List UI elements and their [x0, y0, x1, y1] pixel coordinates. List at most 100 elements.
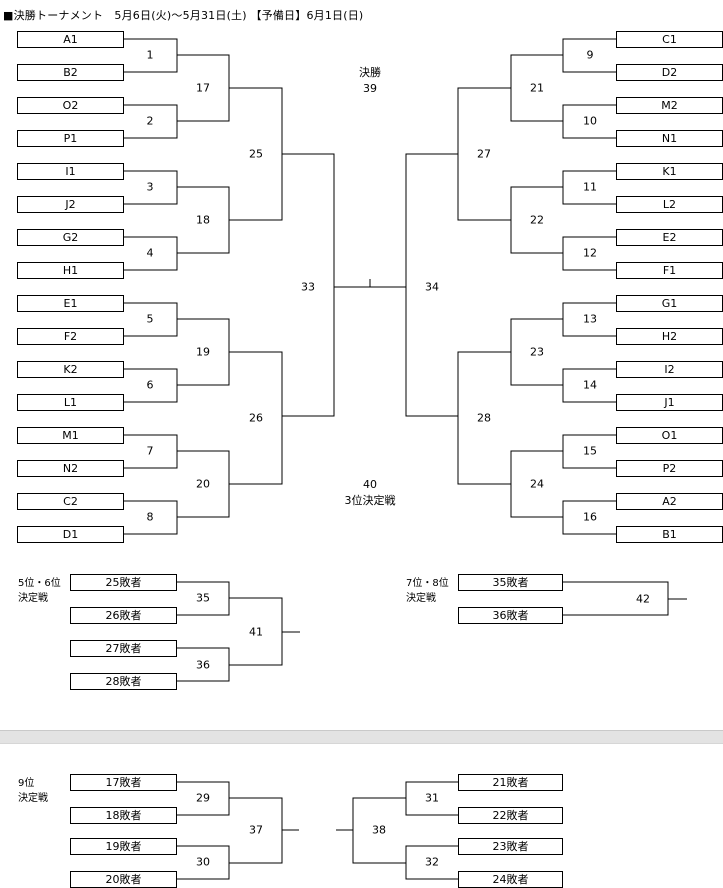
team-box-left: I1: [17, 163, 124, 180]
team-box-right: F1: [616, 262, 723, 279]
loser-box: 24敗者: [458, 871, 563, 888]
match-number: 14: [583, 378, 597, 392]
team-box-right: P2: [616, 460, 723, 477]
match-number: 11: [583, 180, 597, 194]
team-box-left: J2: [17, 196, 124, 213]
match-number: 4: [146, 246, 154, 260]
loser-box: 25敗者: [70, 574, 177, 591]
match-number: 7: [146, 444, 154, 458]
match-number: 38: [372, 823, 386, 837]
match-number: 21: [530, 81, 544, 95]
match-number: 8: [146, 510, 154, 524]
place78-label-line1: 7位・8位: [406, 578, 449, 589]
team-box-left: O2: [17, 97, 124, 114]
place56-label: 5位・6位 決定戦: [18, 576, 61, 606]
team-box-right: M2: [616, 97, 723, 114]
match-number: 42: [636, 592, 650, 606]
team-box-right: G1: [616, 295, 723, 312]
match-number: 27: [477, 147, 491, 161]
place9-label: 9位 決定戦: [18, 776, 48, 806]
team-box-left: P1: [17, 130, 124, 147]
team-box-left: M1: [17, 427, 124, 444]
section-divider: [0, 730, 723, 744]
match-number: 26: [249, 411, 263, 425]
loser-box: 21敗者: [458, 774, 563, 791]
third-place-label: 3位決定戦: [344, 494, 396, 507]
team-box-left: C2: [17, 493, 124, 510]
match-number: 36: [196, 658, 210, 672]
loser-box: 22敗者: [458, 807, 563, 824]
match-number: 12: [583, 246, 597, 260]
place56-label-line1: 5位・6位: [18, 578, 61, 589]
match-number: 13: [583, 312, 597, 326]
place56-label-line2: 決定戦: [18, 593, 48, 604]
team-box-left: E1: [17, 295, 124, 312]
team-box-left: K2: [17, 361, 124, 378]
team-box-right: K1: [616, 163, 723, 180]
match-number: 5: [146, 312, 154, 326]
loser-box: 26敗者: [70, 607, 177, 624]
team-box-right: O1: [616, 427, 723, 444]
match-number: 23: [530, 345, 544, 359]
match-number: 6: [146, 378, 154, 392]
place9-label-line2: 決定戦: [18, 793, 48, 804]
team-box-right: L2: [616, 196, 723, 213]
team-box-left: B2: [17, 64, 124, 81]
semi-right-number: 34: [425, 280, 439, 294]
team-box-right: A2: [616, 493, 723, 510]
match-number: 18: [196, 213, 210, 227]
team-box-left: A1: [17, 31, 124, 48]
match-number: 41: [249, 625, 263, 639]
team-box-right: E2: [616, 229, 723, 246]
team-box-left: F2: [17, 328, 124, 345]
match-number: 16: [583, 510, 597, 524]
team-box-left: L1: [17, 394, 124, 411]
loser-box: 35敗者: [458, 574, 563, 591]
match-number: 35: [196, 591, 210, 605]
match-number: 37: [249, 823, 263, 837]
match-number: 28: [477, 411, 491, 425]
team-box-right: C1: [616, 31, 723, 48]
team-box-right: H2: [616, 328, 723, 345]
place9-label-line1: 9位: [18, 778, 35, 789]
match-number: 32: [425, 855, 439, 869]
match-number: 15: [583, 444, 597, 458]
team-box-right: N1: [616, 130, 723, 147]
match-number: 25: [249, 147, 263, 161]
match-number: 22: [530, 213, 544, 227]
loser-box: 36敗者: [458, 607, 563, 624]
team-box-left: N2: [17, 460, 124, 477]
loser-box: 17敗者: [70, 774, 177, 791]
team-box-left: H1: [17, 262, 124, 279]
final-label: 決勝: [359, 66, 381, 79]
team-box-left: D1: [17, 526, 124, 543]
team-box-right: B1: [616, 526, 723, 543]
team-box-left: G2: [17, 229, 124, 246]
match-number: 1: [146, 48, 154, 62]
loser-box: 18敗者: [70, 807, 177, 824]
team-box-right: D2: [616, 64, 723, 81]
match-number: 29: [196, 791, 210, 805]
match-number: 10: [583, 114, 597, 128]
match-number: 30: [196, 855, 210, 869]
match-number: 31: [425, 791, 439, 805]
loser-box: 27敗者: [70, 640, 177, 657]
place78-label: 7位・8位 決定戦: [406, 576, 449, 606]
match-number: 20: [196, 477, 210, 491]
loser-box: 19敗者: [70, 838, 177, 855]
team-box-right: J1: [616, 394, 723, 411]
third-place-number: 40: [363, 478, 377, 491]
team-box-right: I2: [616, 361, 723, 378]
match-number: 9: [586, 48, 594, 62]
match-number: 17: [196, 81, 210, 95]
loser-box: 20敗者: [70, 871, 177, 888]
page-title: ■決勝トーナメント 5月6日(火)～5月31日(土) 【予備日】6月1日(日): [3, 9, 364, 22]
semi-left-number: 33: [301, 280, 315, 294]
loser-box: 23敗者: [458, 838, 563, 855]
loser-box: 28敗者: [70, 673, 177, 690]
match-number: 24: [530, 477, 544, 491]
match-number: 19: [196, 345, 210, 359]
place78-label-line2: 決定戦: [406, 593, 436, 604]
match-number: 2: [146, 114, 154, 128]
